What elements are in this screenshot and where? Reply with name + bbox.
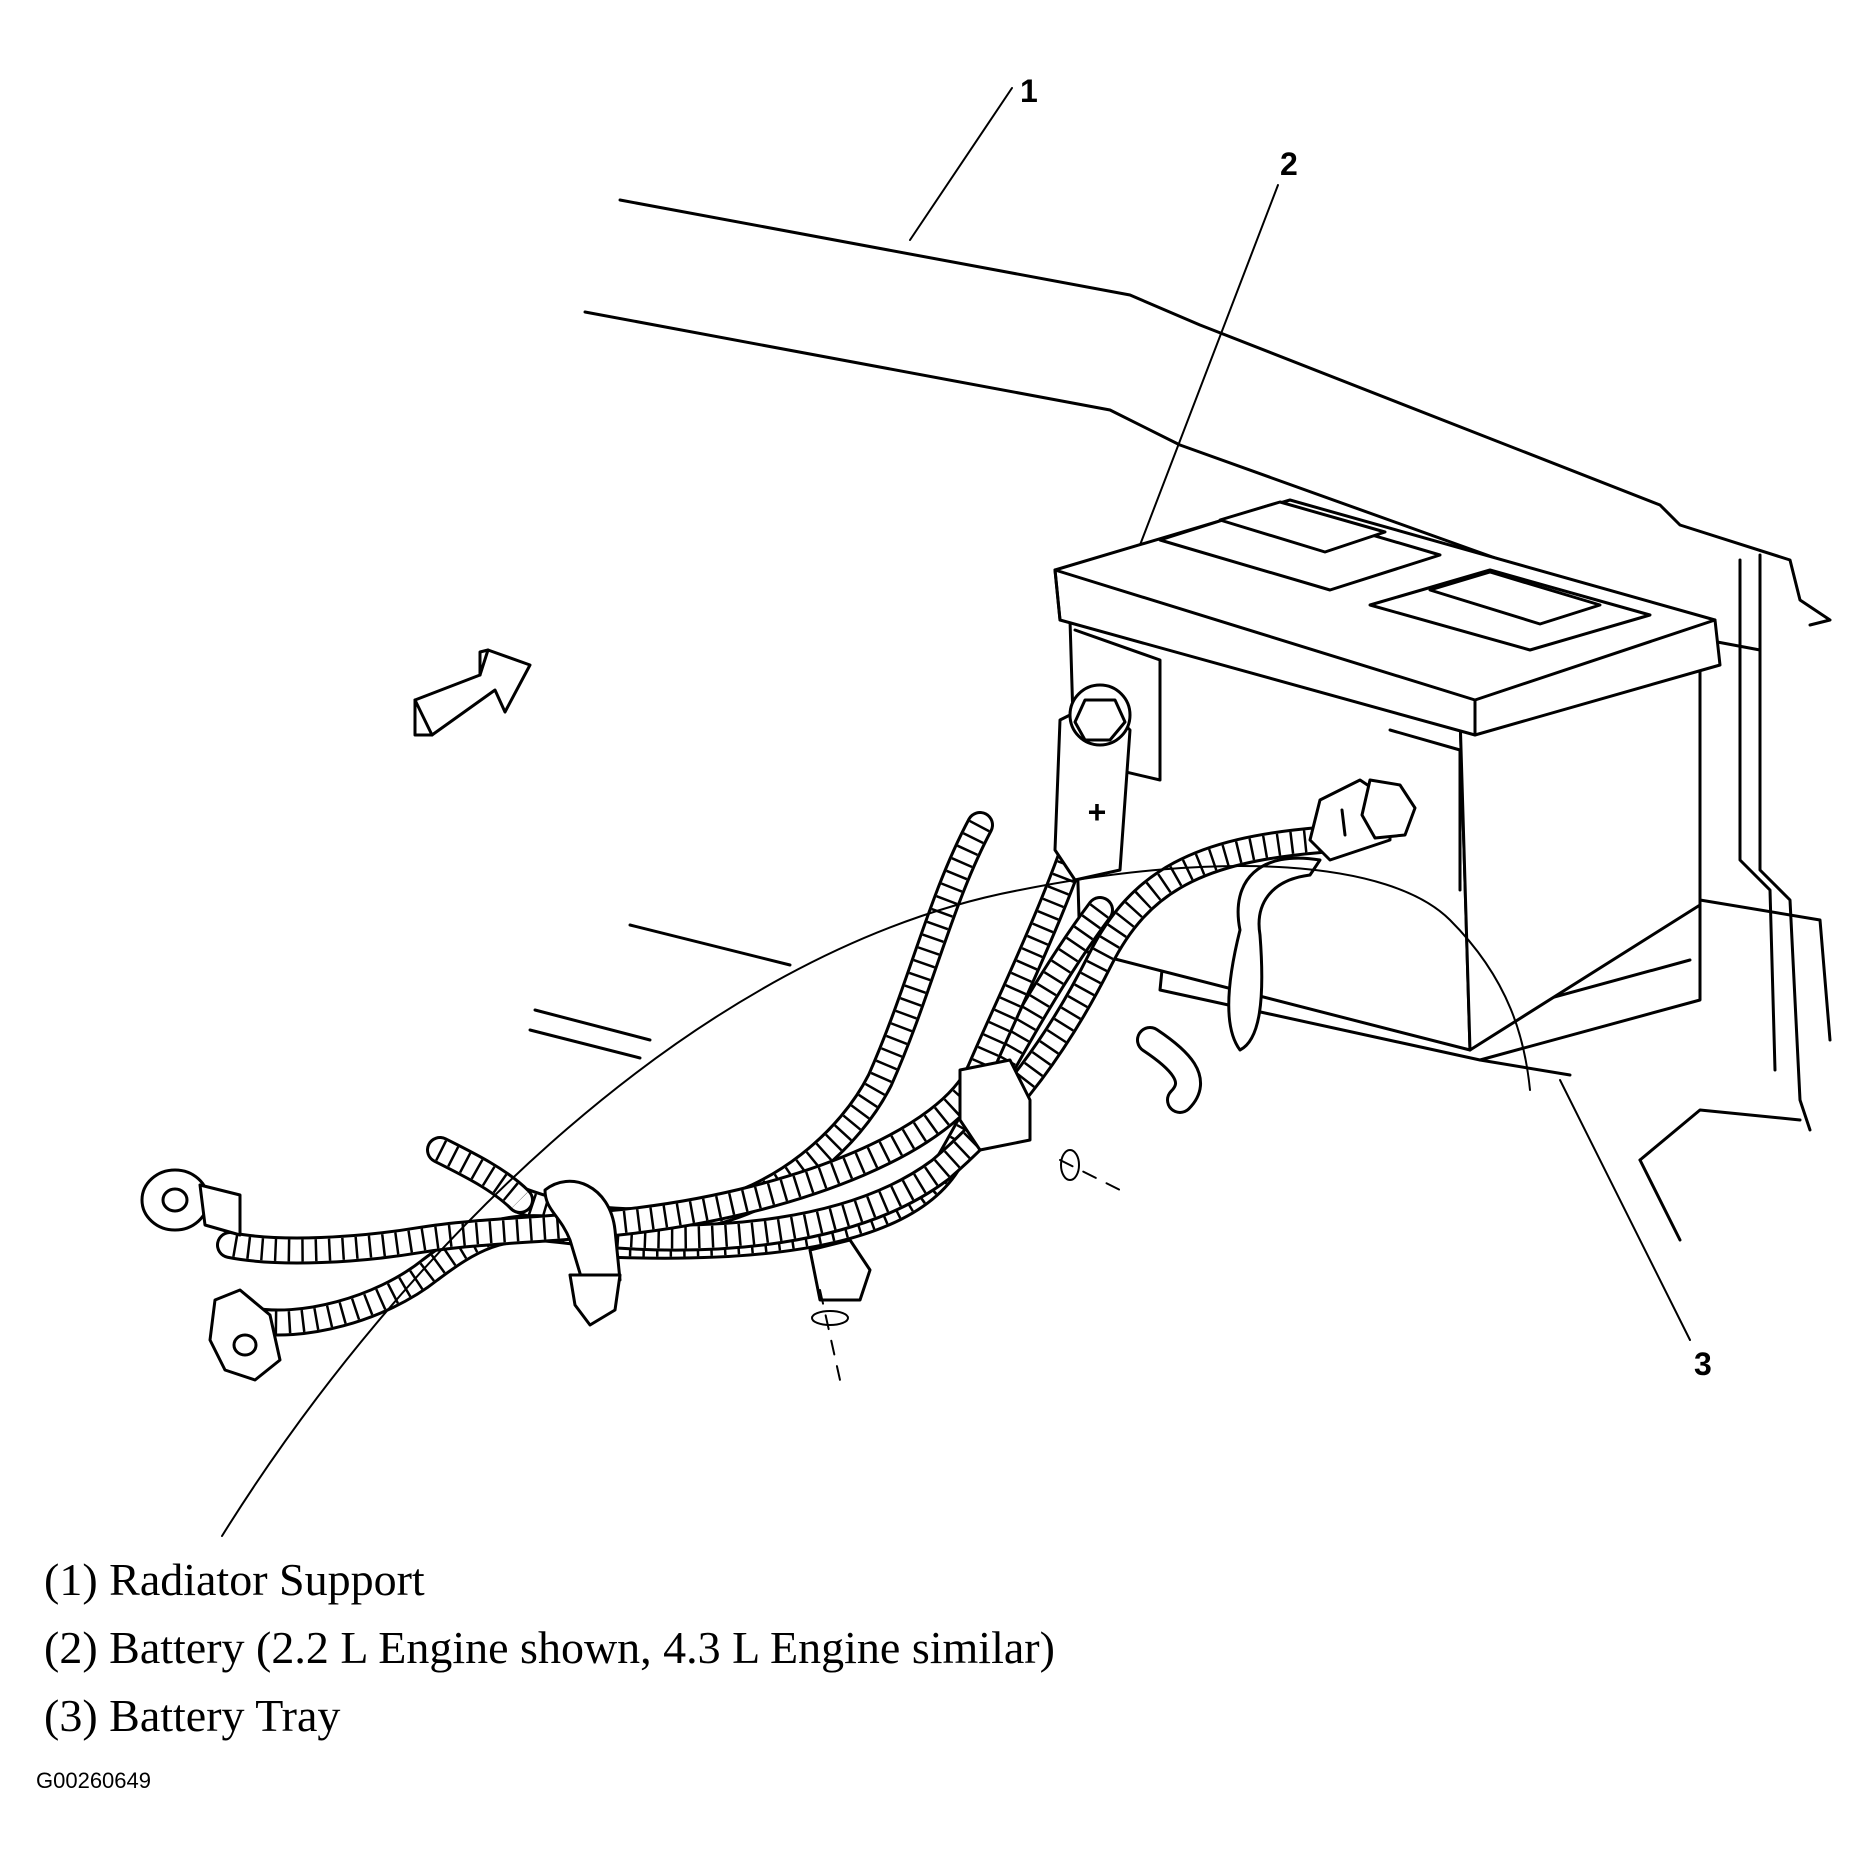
- forward-arrow-icon: [413, 648, 532, 737]
- figure-id: G00260649: [36, 1768, 151, 1793]
- ring-terminal-upper: [140, 1168, 242, 1237]
- cable-clip: [1227, 856, 1322, 1052]
- callout-3: 3: [1694, 1346, 1712, 1382]
- leader-lines: [221, 87, 1691, 1537]
- legend-item-battery-tray: (3) Battery Tray: [44, 1690, 341, 1741]
- fastener-lower: [808, 1238, 872, 1381]
- ring-terminal-lower: [208, 1288, 282, 1382]
- legend-item-radiator-support: (1) Radiator Support: [44, 1554, 425, 1605]
- frame-rails: [528, 923, 792, 1060]
- positive-symbol: +: [1088, 794, 1107, 830]
- battery-cable-harness: [216, 786, 1334, 1337]
- tie-strap: [543, 1179, 622, 1327]
- positive-terminal: +: [1053, 683, 1132, 882]
- negative-terminal: [1308, 778, 1417, 862]
- legend-item-battery: (2) Battery (2.2 L Engine shown, 4.3 L E…: [44, 1622, 1055, 1673]
- callout-1: 1: [1020, 73, 1038, 109]
- fastener-center: [958, 1058, 1121, 1191]
- callout-2: 2: [1280, 146, 1298, 182]
- legend: (1) Radiator Support (2) Battery (2.2 L …: [44, 1546, 1055, 1750]
